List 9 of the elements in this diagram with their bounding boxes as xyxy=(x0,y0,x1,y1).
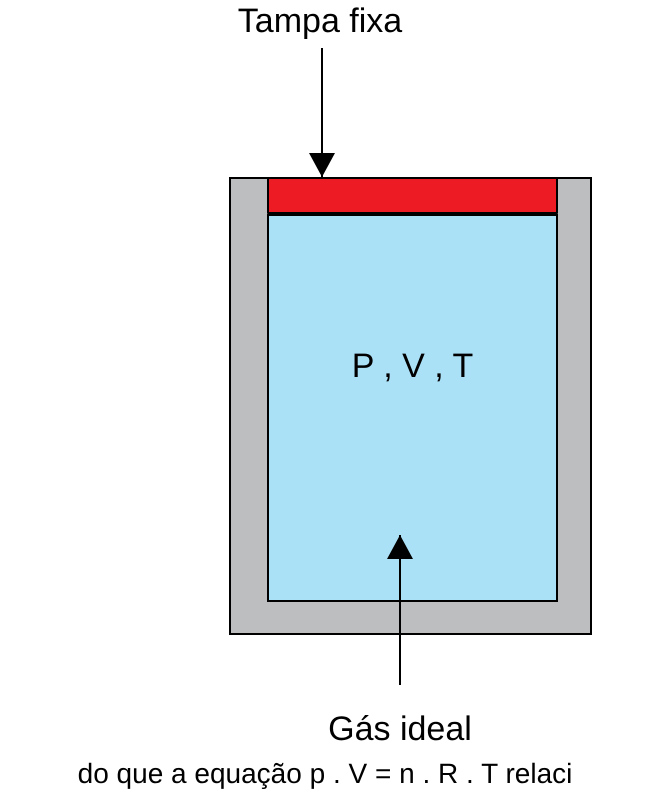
caption-text: do que a equação p . V = n . R . T relaci xyxy=(76,760,574,788)
arrow xyxy=(309,48,335,177)
arrow xyxy=(387,535,413,685)
label-text: Tampa fixa xyxy=(238,4,402,38)
gas-region xyxy=(267,214,558,602)
label-text: Gás ideal xyxy=(328,712,472,746)
fixed-lid xyxy=(267,177,558,214)
state-variables-text: P , V , T xyxy=(352,349,474,383)
container-wall xyxy=(229,177,592,635)
